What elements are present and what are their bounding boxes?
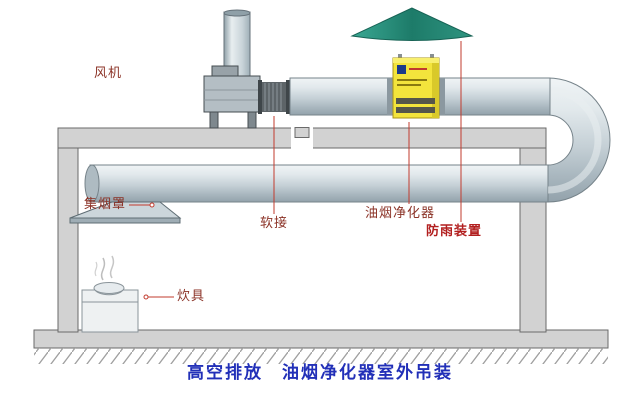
steam-wisp — [100, 257, 106, 281]
stove — [81, 255, 139, 333]
stove-cabinet — [81, 289, 139, 333]
flex-flange — [258, 80, 262, 114]
fan-housing — [203, 75, 261, 113]
flex-ribs — [264, 83, 282, 111]
indoor-duct — [84, 164, 549, 203]
building-structure — [57, 127, 547, 333]
indoor-duct-end-cap — [84, 164, 100, 203]
purifier-hanger — [398, 54, 402, 59]
ground — [33, 329, 609, 364]
hood-leader-dot — [149, 202, 155, 208]
purifier-side-shade — [432, 58, 439, 118]
indoor-duct-run — [89, 164, 549, 203]
flex-body — [262, 82, 286, 112]
exhaust-stack-opening — [223, 9, 251, 17]
purifier-logo — [397, 65, 406, 74]
purifier-text-mark — [409, 68, 427, 70]
steam-wisp — [109, 255, 115, 279]
purifier-text-mark — [397, 79, 427, 81]
duct-collar — [387, 78, 393, 115]
purifier-vent — [396, 98, 435, 104]
u-bend — [547, 77, 611, 203]
left-wall — [57, 127, 79, 333]
purifier-text-mark — [397, 84, 421, 86]
duct-collar — [439, 78, 445, 115]
ground-hatching — [34, 348, 608, 364]
flex-flange — [286, 80, 290, 114]
rain-device-label: 防雨装置 — [426, 224, 483, 239]
cookware-label: 炊具 — [177, 289, 206, 304]
steam-wisp — [94, 261, 98, 277]
fan-assembly — [203, 9, 261, 129]
flexible-connector — [258, 80, 290, 114]
hood-lip — [69, 217, 181, 224]
cookware-leader-dot — [143, 294, 149, 300]
fan-motor — [211, 65, 239, 77]
pot-rim — [93, 282, 125, 294]
fan-leg — [209, 111, 219, 129]
ceiling-joint-block — [294, 127, 310, 138]
hood-label: 集烟罩 — [84, 197, 127, 212]
fan-leg — [247, 111, 257, 129]
purifier-top-face — [393, 58, 439, 63]
purifier-hanger — [430, 54, 434, 59]
outdoor-elbow-duct — [547, 77, 611, 203]
purifier-label: 油烟净化器 — [365, 206, 436, 221]
diagram-title: 高空排放 油烟净化器室外吊装 — [187, 363, 453, 383]
u-bend-highlight — [547, 86, 602, 194]
leader-lines — [129, 41, 462, 300]
fan-label: 风机 — [94, 66, 123, 81]
right-wall — [519, 127, 547, 333]
purifier-unit — [392, 54, 440, 119]
flex-joint-label: 软接 — [260, 216, 289, 231]
purifier-vent — [396, 107, 435, 113]
rain-cap-cone — [350, 7, 474, 41]
floor-slab — [33, 329, 609, 349]
